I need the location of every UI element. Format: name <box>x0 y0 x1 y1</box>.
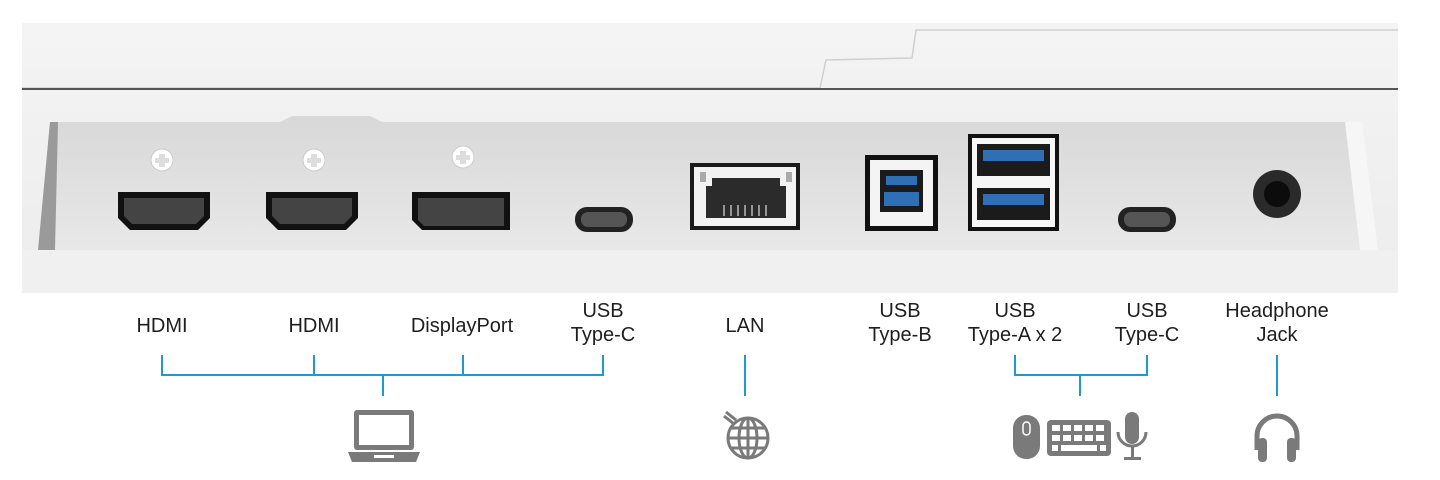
screw-icon <box>150 145 475 172</box>
mouse-keyboard-microphone-icon <box>1013 412 1148 460</box>
lan-port <box>690 163 800 230</box>
displayport-port <box>412 192 510 230</box>
label-line: Headphone <box>1225 300 1329 322</box>
hdmi-port-2 <box>266 192 358 230</box>
globe-icon <box>723 410 770 460</box>
label-line: Type-A x 2 <box>967 324 1063 346</box>
label-line: LAN <box>725 315 765 337</box>
headphone-jack-port <box>1253 170 1301 218</box>
port-label-hdmi-2: HDMI <box>288 314 339 338</box>
label-line: USB <box>1126 300 1168 322</box>
headphones-icon <box>1254 413 1300 462</box>
label-line: HDMI <box>288 315 340 337</box>
label-line: Jack <box>1256 324 1298 346</box>
label-line: Type-B <box>868 324 932 346</box>
usb-b-port <box>865 155 938 231</box>
label-line: HDMI <box>136 315 188 337</box>
label-line: USB <box>994 300 1036 322</box>
label-line: USB <box>582 300 624 322</box>
label-line: Type-C <box>1114 324 1180 346</box>
laptop-icon <box>348 410 420 462</box>
monitor-port-panel <box>22 23 1398 293</box>
line-headphone <box>1276 355 1278 396</box>
port-label-lan: LAN <box>726 314 765 338</box>
line-lan <box>744 355 746 396</box>
label-line: USB <box>879 300 921 322</box>
usb-a-ports <box>968 134 1059 231</box>
label-line: DisplayPort <box>410 315 514 337</box>
port-label-hdmi-1: HDMI <box>136 314 187 338</box>
hdmi-port-1 <box>118 192 210 230</box>
label-line: Type-C <box>570 324 636 346</box>
port-label-displayport: DisplayPort <box>411 314 513 338</box>
